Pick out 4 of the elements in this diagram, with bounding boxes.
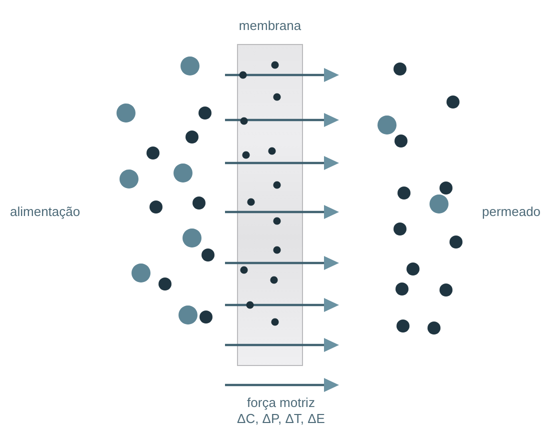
permeate-label: permeado (482, 204, 541, 220)
membrane-label: membrana (238, 18, 302, 34)
feed-label: alimentação (10, 204, 80, 220)
driving-force-label: força motriz ΔC, ΔP, ΔT, ΔE (236, 395, 326, 426)
